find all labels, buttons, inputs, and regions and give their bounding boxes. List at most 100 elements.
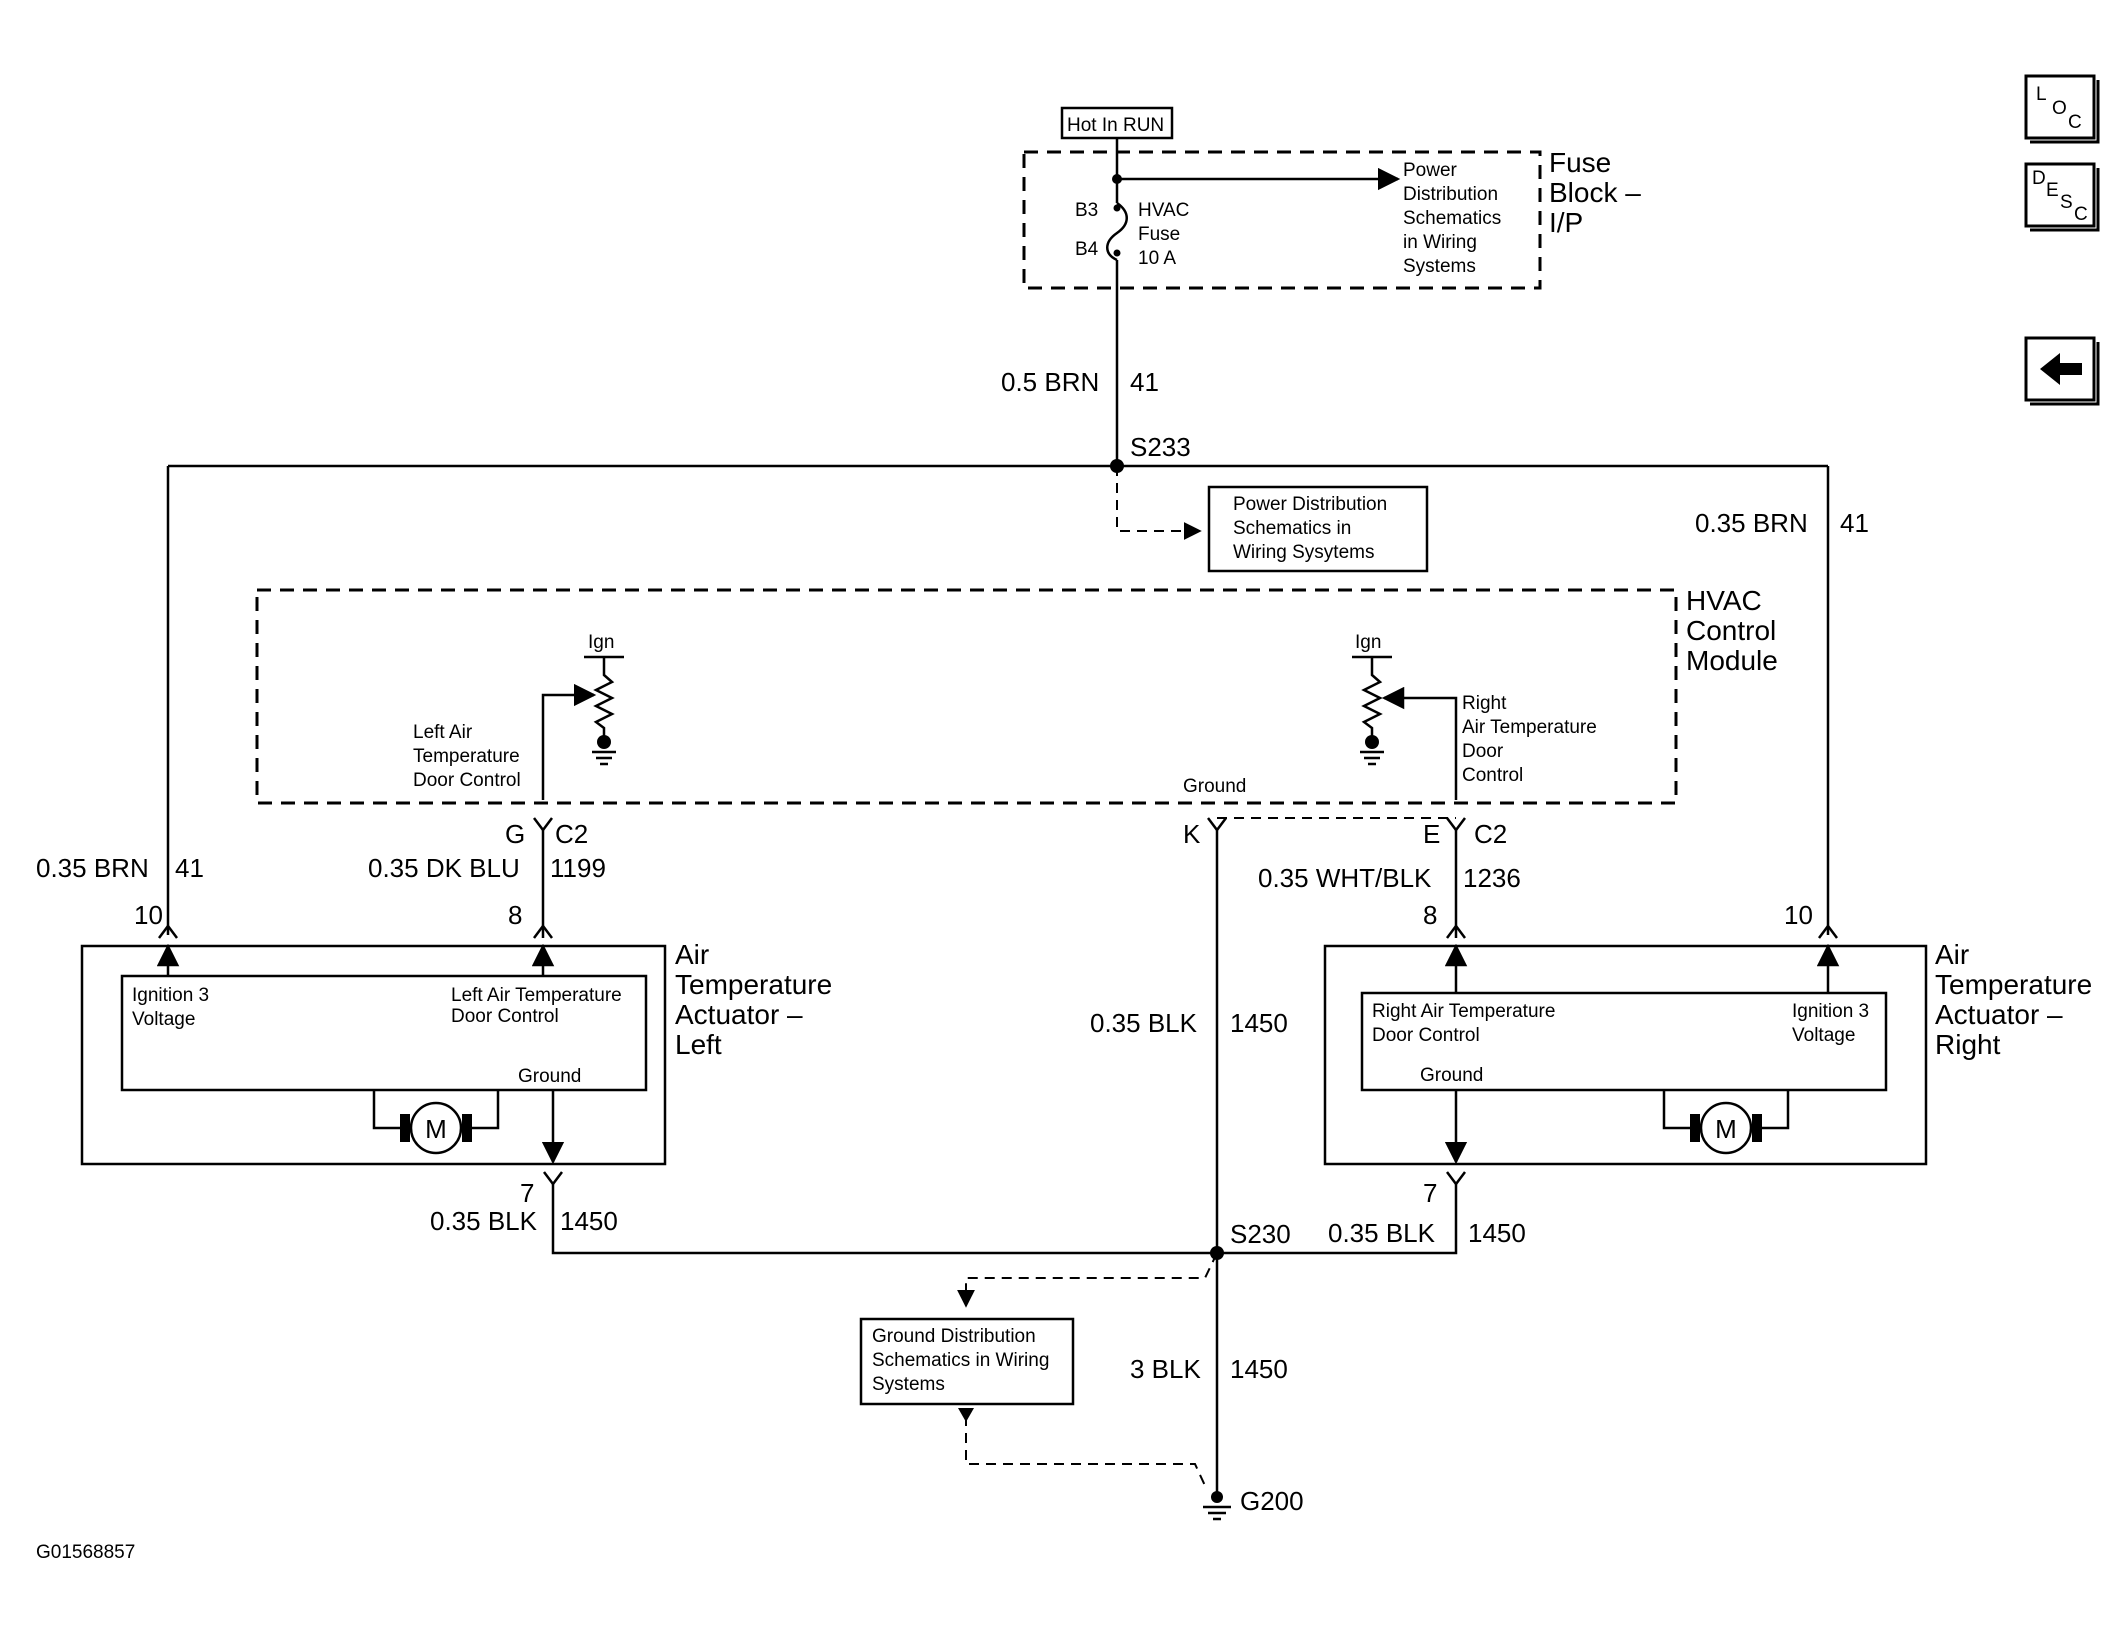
left-ctrl-label-2: Temperature [413, 746, 520, 767]
left-actuator-title-1: Air [675, 939, 709, 970]
left-motor-icon [409, 1101, 463, 1155]
hvac-title-3: Module [1686, 645, 1778, 676]
figure-id: G01568857 [36, 1542, 135, 1563]
fuse-block-title-2: Block – [1549, 177, 1641, 208]
right-ign-1: Ignition 3 [1792, 1001, 1869, 1022]
left-pin-7: 7 [520, 1178, 534, 1208]
hvac-title-2: Control [1686, 615, 1776, 646]
pin-k: K [1183, 819, 1201, 849]
splice-s230-label: S230 [1230, 1219, 1291, 1249]
pin-g: G [505, 819, 525, 849]
right-ctrl-label-4: Control [1462, 765, 1523, 786]
right-ctrl-size: 0.35 WHT/BLK [1258, 863, 1432, 893]
right-feed-size: 0.35 BRN [1695, 508, 1808, 538]
right-pin-8: 8 [1423, 900, 1437, 930]
ground-g200-label: G200 [1240, 1486, 1304, 1516]
hvac-control-module: HVAC Control Module Ign Left Air Tempera… [255, 585, 1778, 805]
right-act-ground: Ground [1420, 1065, 1483, 1086]
top-wire-size: 0.5 BRN [1001, 367, 1099, 397]
svg-text:C: C [2074, 204, 2088, 225]
power-dist-3: Schematics [1403, 208, 1501, 229]
desc-button[interactable]: D E S C [2024, 162, 2100, 232]
pin-e: E [1423, 819, 1440, 849]
pin-b3: B3 [1075, 200, 1098, 221]
left-act-ctrl-2: Door Control [451, 1006, 559, 1027]
main-gnd-circuit: 1450 [1230, 1354, 1288, 1384]
loc-button[interactable]: L O C [2024, 74, 2100, 144]
fuse-block: Fuse Block – I/P B3 B4 HVAC Fuse 10 A Po… [1022, 147, 1641, 290]
left-motor-label: M [425, 1114, 447, 1144]
back-button[interactable] [2024, 336, 2100, 406]
ground-distribution-box: Ground Distribution Schematics in Wiring… [859, 1317, 1075, 1406]
right-act-ctrl-2: Door Control [1372, 1025, 1480, 1046]
right-feed-circuit: 41 [1840, 508, 1869, 538]
right-actuator-title-2: Temperature [1935, 969, 2092, 1000]
left-act-ctrl-1: Left Air Temperature [451, 985, 622, 1006]
right-ctrl-circuit: 1236 [1463, 863, 1521, 893]
svg-text:Power Distribution: Power Distribution [1233, 494, 1387, 515]
right-gnd-circuit: 1450 [1468, 1218, 1526, 1248]
main-gnd-size: 3 BLK [1130, 1354, 1201, 1384]
right-motor-icon [1699, 1101, 1753, 1155]
power-distribution-box: Power Distribution Schematics in Wiring … [1207, 485, 1429, 573]
svg-text:Schematics in: Schematics in [1233, 518, 1351, 539]
fuse-label-3: 10 A [1138, 248, 1176, 269]
conn-c2-right: C2 [1474, 819, 1507, 849]
left-actuator-title-3: Actuator – [675, 999, 803, 1030]
fuse-label-1: HVAC [1138, 200, 1189, 221]
left-ctrl-label-3: Door Control [413, 770, 521, 791]
right-act-ctrl-1: Right Air Temperature [1372, 1001, 1555, 1022]
right-ctrl-label-3: Door [1462, 741, 1504, 762]
left-actuator-title-2: Temperature [675, 969, 832, 1000]
power-dist-4: in Wiring [1403, 232, 1477, 253]
svg-text:S: S [2060, 192, 2073, 213]
fuse-symbol [1106, 201, 1128, 262]
top-wire-circuit: 41 [1130, 367, 1159, 397]
svg-text:L: L [2036, 84, 2047, 105]
svg-text:Hot In RUN: Hot In RUN [1067, 115, 1164, 136]
right-gnd-size: 0.35 BLK [1328, 1218, 1436, 1248]
center-gnd-circuit: 1450 [1230, 1008, 1288, 1038]
left-pin-8: 8 [508, 900, 522, 930]
right-ign-2: Voltage [1792, 1025, 1855, 1046]
svg-text:Schematics in Wiring: Schematics in Wiring [872, 1350, 1049, 1371]
left-pin-10: 10 [134, 900, 163, 930]
module-ground-label: Ground [1183, 776, 1246, 797]
left-actuator-title-4: Left [675, 1029, 722, 1060]
right-ctrl-label-2: Air Temperature [1462, 717, 1597, 738]
right-actuator: 8 10 Air Temperature Actuator – Right Ri… [1323, 900, 2092, 1208]
power-dist-5: Systems [1403, 256, 1476, 277]
svg-text:O: O [2052, 98, 2067, 119]
svg-text:Systems: Systems [872, 1374, 945, 1395]
ign-left: Ign [588, 632, 614, 653]
fuse-label-2: Fuse [1138, 224, 1180, 245]
left-gnd-size: 0.35 BLK [430, 1206, 538, 1236]
fuse-block-title-3: I/P [1549, 207, 1583, 238]
pin-b4: B4 [1075, 239, 1099, 260]
ign-right: Ign [1355, 632, 1381, 653]
left-ctrl-size: 0.35 DK BLU [368, 853, 520, 883]
hot-in-run-label: Hot In RUN [1060, 106, 1174, 140]
right-ctrl-label-1: Right [1462, 693, 1507, 714]
svg-text:E: E [2046, 180, 2059, 201]
right-actuator-title-1: Air [1935, 939, 1969, 970]
splice-s233-label: S233 [1130, 432, 1191, 462]
power-dist-2: Distribution [1403, 184, 1498, 205]
left-ctrl-circuit: 1199 [550, 853, 606, 883]
right-pin-7: 7 [1423, 1178, 1437, 1208]
left-feed-circuit: 41 [175, 853, 204, 883]
back-arrow-icon [2040, 353, 2082, 385]
left-act-ground: Ground [518, 1066, 581, 1087]
svg-text:Wiring Sysytems: Wiring Sysytems [1233, 542, 1374, 563]
svg-text:C: C [2068, 112, 2082, 133]
fuse-block-title-1: Fuse [1549, 147, 1611, 178]
right-motor-label: M [1715, 1114, 1737, 1144]
svg-text:Ground Distribution: Ground Distribution [872, 1326, 1036, 1347]
left-ctrl-label-1: Left Air [413, 722, 473, 743]
center-gnd-size: 0.35 BLK [1090, 1008, 1198, 1038]
power-dist-1: Power [1403, 160, 1458, 181]
conn-c2-left: C2 [555, 819, 588, 849]
svg-text:D: D [2032, 168, 2046, 189]
right-pin-10: 10 [1784, 900, 1813, 930]
